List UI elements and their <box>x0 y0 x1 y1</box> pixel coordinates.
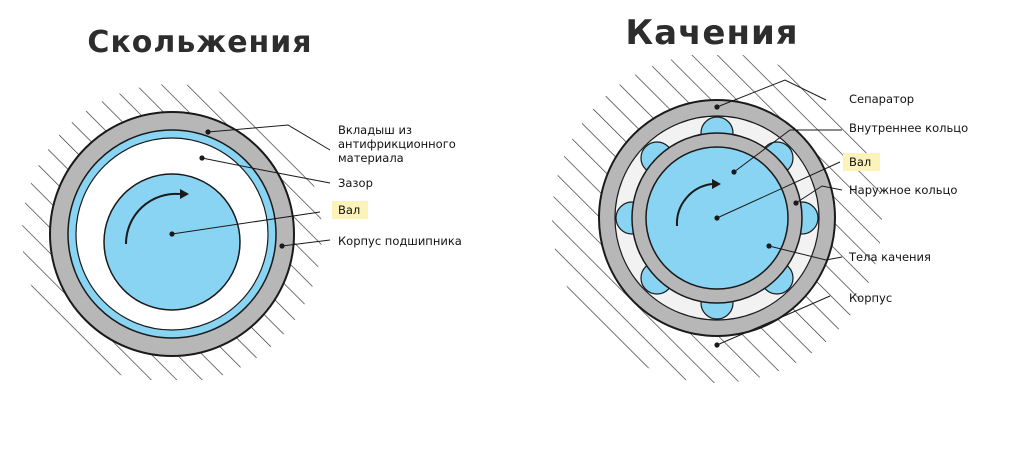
rolling-elements-label: Тела качения <box>848 250 931 264</box>
arrowhead-icon <box>180 189 189 199</box>
shaft-highlight <box>843 153 880 171</box>
right-leader-dots <box>714 104 799 348</box>
rolling-bearing: Качения <box>552 13 968 383</box>
shaft-highlight <box>332 201 368 219</box>
separator-label: Сепаратор <box>849 92 914 106</box>
rotation-arrow-icon <box>124 192 181 245</box>
inner-ring-label: Внутреннее кольцо <box>849 121 968 135</box>
left-leaders <box>171 124 331 247</box>
shaft <box>103 173 241 311</box>
housing-label: Корпус <box>849 291 892 305</box>
shaft-label: Вал <box>338 203 360 217</box>
arrowhead-icon <box>712 179 721 189</box>
housing-label: Корпус подшипника <box>338 234 462 248</box>
right-leaders <box>716 79 843 346</box>
plain-bearing: Скольжения Вкладыш из антифрикци <box>22 25 462 380</box>
shaft-label: Вал <box>849 155 871 169</box>
plain-bearing-title: Скольжения <box>87 25 312 60</box>
rotation-arrow-icon <box>675 183 713 227</box>
left-leader-dots <box>169 129 285 249</box>
gap-label: Зазор <box>338 176 373 190</box>
outer-ring-label: Наружное кольцо <box>849 183 957 197</box>
liner-label: Вкладыш из антифрикционного материала <box>338 123 459 165</box>
rolling-bearing-title: Качения <box>625 13 798 53</box>
